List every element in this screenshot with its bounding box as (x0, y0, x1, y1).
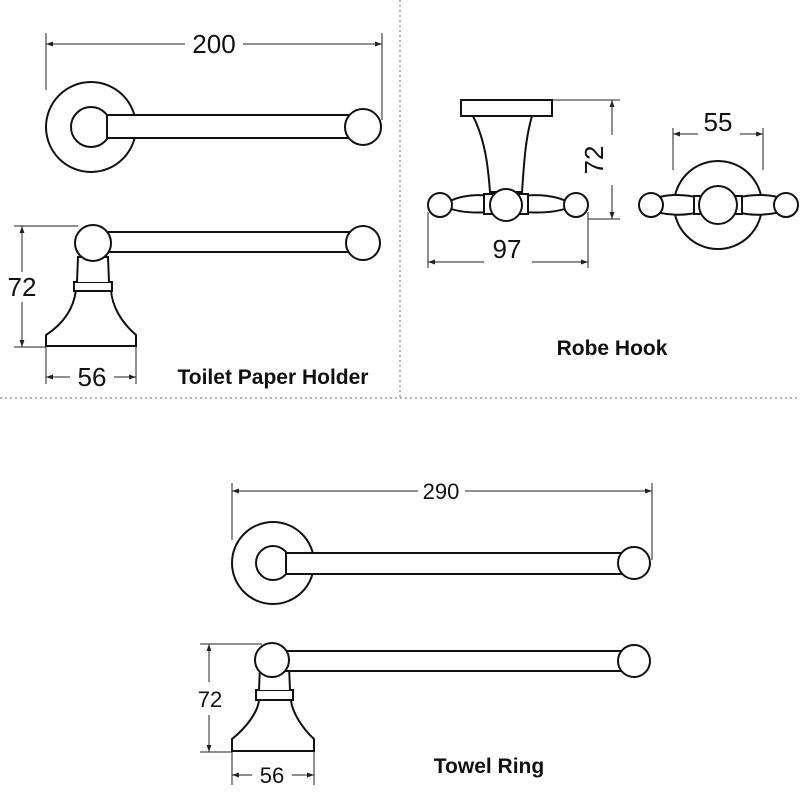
robe-hook-plate-dimension: 55 (672, 107, 764, 170)
tph-height-label: 72 (8, 272, 37, 302)
robe-hook-height-dimension: 72 (552, 99, 620, 220)
towel-ring-height-dimension: 72 (198, 643, 262, 753)
towel-ring-title: Towel Ring (434, 755, 544, 778)
robe-hook-diagram: 72 97 55 Robe Hook (427, 99, 799, 360)
tph-side-view (45, 224, 381, 347)
robe-hook-height-label: 72 (579, 146, 609, 175)
towel-ring-diagram: 290 72 (198, 479, 653, 788)
towel-ring-side-view (231, 642, 651, 752)
tph-height-dimension: 72 (8, 225, 78, 348)
robe-hook-width-dimension: 97 (427, 212, 589, 268)
towel-ring-base-label: 56 (260, 763, 284, 788)
robe-hook-side-view (427, 99, 589, 222)
tph-width-dimension: 200 (45, 29, 383, 120)
tph-front-view (45, 81, 382, 173)
robe-hook-front-view (638, 160, 799, 250)
robe-hook-title: Robe Hook (557, 337, 668, 360)
towel-ring-width-label: 290 (423, 479, 460, 504)
towel-ring-height-label: 72 (198, 687, 222, 712)
toilet-paper-holder-diagram: 200 72 (8, 29, 383, 392)
towel-ring-width-dimension: 290 (231, 479, 653, 560)
towel-ring-base-dimension: 56 (231, 752, 315, 788)
tph-base-label: 56 (78, 362, 107, 392)
tph-title: Toilet Paper Holder (178, 366, 369, 389)
tph-width-label: 200 (192, 29, 235, 59)
towel-ring-front-view (231, 521, 651, 605)
robe-hook-width-label: 97 (493, 234, 522, 264)
tph-base-dimension: 56 (45, 347, 137, 392)
robe-hook-plate-label: 55 (704, 107, 733, 137)
